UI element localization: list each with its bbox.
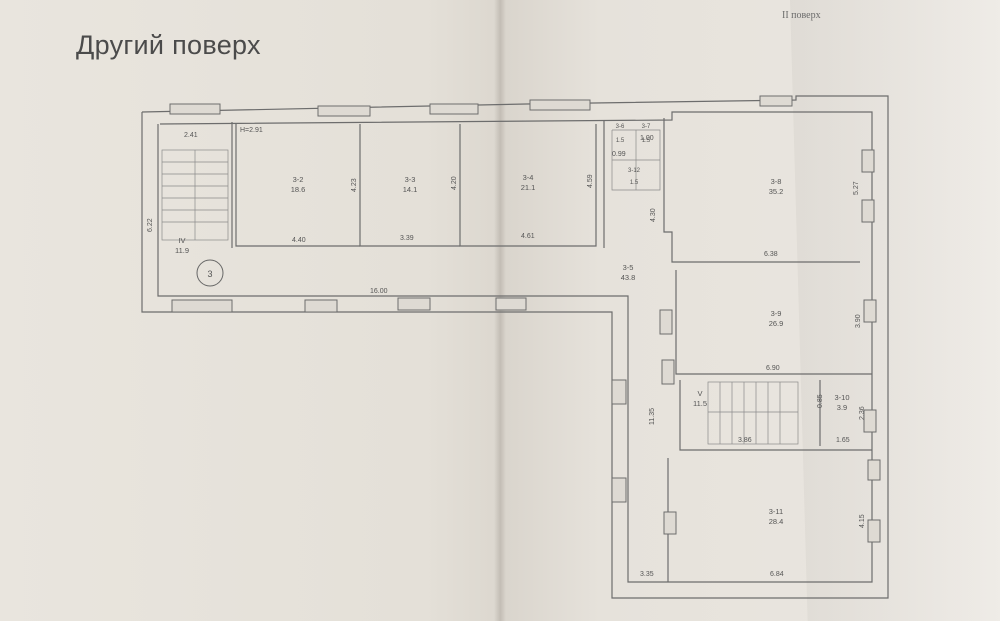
dim-label: 6.38 — [764, 251, 778, 258]
room-area: 1.5 — [616, 138, 625, 144]
room-area: 18.6 — [291, 185, 306, 194]
room-number: 3-6 — [616, 124, 625, 130]
room-labels: IV 11.9 3-2 18.6 3-3 14.1 3-4 21.1 3-8 3… — [175, 124, 850, 526]
dim-label: 6.22 — [147, 218, 154, 232]
dim-label: 2.36 — [859, 406, 866, 420]
dim-label: 0.99 — [612, 151, 626, 158]
room-area: 3.9 — [837, 403, 847, 412]
room-number: 3-7 — [642, 124, 651, 130]
dim-label: 6.84 — [770, 571, 784, 578]
dim-label: 4.61 — [521, 233, 535, 240]
room-area: 14.1 — [403, 185, 418, 194]
dim-label: 16.00 — [370, 288, 388, 295]
room-number: V — [697, 389, 702, 398]
room-area: 21.1 — [521, 183, 536, 192]
dim-label: 4.40 — [292, 237, 306, 244]
dim-label: 3.90 — [855, 314, 862, 328]
room-number: 3-4 — [523, 173, 534, 182]
stair-left — [161, 149, 229, 287]
room-area: 28.4 — [769, 517, 784, 526]
room-area: 26.9 — [769, 319, 784, 328]
room-area: 11.9 — [175, 246, 189, 255]
corner-label: II поверх — [782, 10, 821, 21]
dim-label: 1.00 — [640, 135, 654, 142]
dim-label: 4.20 — [451, 176, 458, 190]
interior-walls — [231, 118, 872, 582]
room-number: 3-3 — [405, 175, 416, 184]
outer-walls — [141, 95, 889, 599]
room-number: 3-8 — [771, 177, 782, 186]
dim-label: 6.90 — [766, 365, 780, 372]
room-number: 3-2 — [293, 175, 304, 184]
dim-label: 2.41 — [184, 132, 198, 139]
dim-label: 3.86 — [738, 437, 752, 444]
dim-label: 4.30 — [650, 208, 657, 222]
dimension-labels: 2.41 H=2.91 4.40 3.39 4.61 16.00 6.22 4.… — [147, 127, 866, 578]
sheet-overlap — [790, 0, 1000, 621]
page-title: Другий поверх — [76, 30, 261, 60]
room-number: IV — [178, 236, 185, 245]
room-area: 35.2 — [769, 187, 784, 196]
room-area: 11.5 — [693, 399, 707, 408]
room-area: 1.5 — [630, 180, 639, 186]
room-area: 1.5 — [642, 138, 651, 144]
dim-label: 4.23 — [351, 178, 358, 192]
dim-label: 3.35 — [640, 571, 654, 578]
dim-label: 5.27 — [853, 181, 860, 195]
dim-label: 4.59 — [587, 174, 594, 188]
room-number: 3-10 — [834, 393, 849, 402]
windows — [169, 95, 881, 543]
dim-label: 4.15 — [859, 514, 866, 528]
dim-label: H=2.91 — [240, 127, 263, 134]
stair-right — [707, 381, 799, 445]
room-number: 3-11 — [769, 507, 783, 516]
dim-label: 3.39 — [400, 235, 414, 242]
dim-label: 0.85 — [817, 394, 824, 408]
dim-label: 11.35 — [649, 408, 656, 425]
room-number: 3-9 — [771, 309, 782, 318]
stair-marker: 3 — [207, 269, 212, 279]
room-number: 3-12 — [628, 168, 641, 174]
room-number: 3-5 — [623, 263, 634, 272]
room-area: 43.8 — [621, 273, 636, 282]
dim-label: 1.65 — [836, 437, 850, 444]
